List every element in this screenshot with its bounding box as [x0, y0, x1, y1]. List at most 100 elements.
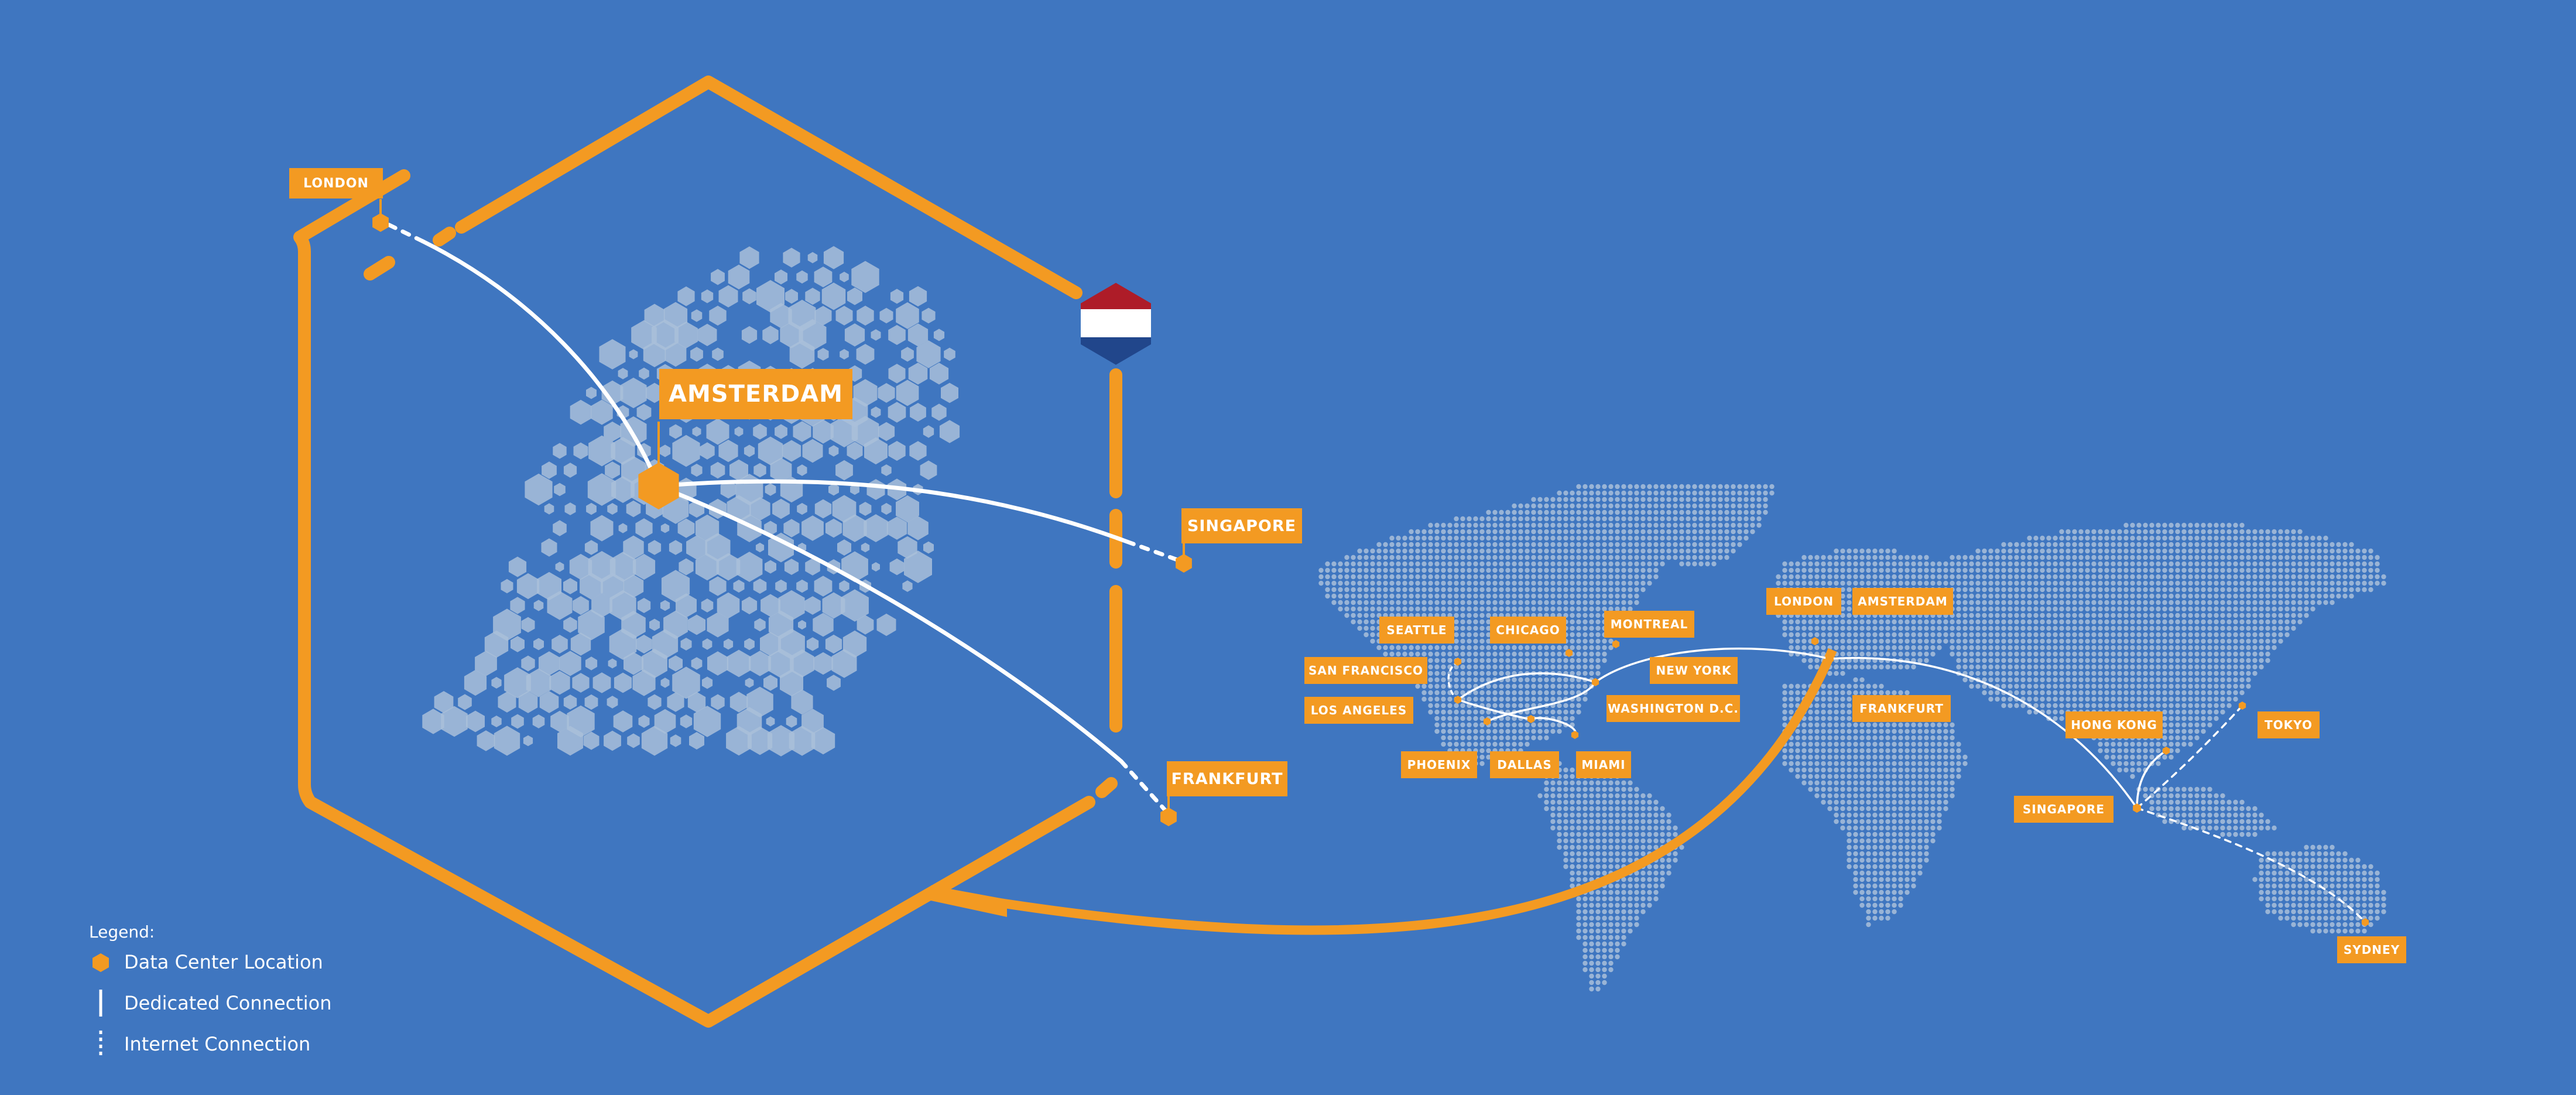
world-map-dot — [1679, 503, 1684, 509]
world-map-dot — [1479, 567, 1485, 573]
world-map-dot — [1943, 722, 1948, 728]
world-map-dot — [1602, 522, 1607, 528]
world-map-dot — [2169, 593, 2174, 599]
world-map-dot — [1801, 625, 1807, 631]
world-map-dot — [1647, 516, 1652, 522]
world-map-dot — [1911, 799, 1916, 805]
world-map-dot — [2220, 819, 2225, 824]
world-map-dot — [1550, 786, 1556, 792]
world-map-dot — [1525, 529, 1530, 535]
world-map-dot — [1776, 580, 1781, 586]
world-map-dot — [2046, 574, 2051, 580]
world-map-dot — [1653, 516, 1659, 522]
world-map-dot — [1563, 529, 1568, 535]
world-map-dot — [1479, 561, 1485, 567]
world-map-dot — [2233, 625, 2238, 631]
world-map-dot — [1550, 555, 1556, 560]
world-map-dot — [1640, 555, 1646, 560]
world-map-dot — [2001, 638, 2006, 644]
world-map-dot — [1383, 561, 1388, 567]
world-map-dot — [1454, 709, 1459, 715]
world-map-dot — [1879, 819, 1884, 824]
world-map-dot — [2181, 722, 2187, 728]
world-map-dot — [2040, 703, 2045, 709]
world-map-dot — [1467, 619, 1472, 625]
world-map-dot — [2111, 555, 2116, 560]
world-map-dot — [1505, 600, 1510, 605]
world-map-dot — [2207, 625, 2212, 631]
world-map-dot — [2330, 574, 2335, 580]
world-map-dot — [1492, 561, 1498, 567]
world-map-dot — [2149, 670, 2154, 676]
world-map-dot — [1801, 683, 1807, 689]
world-map-dot — [1396, 567, 1401, 573]
world-map-dot — [1911, 851, 1916, 857]
world-map-dot — [2342, 593, 2348, 599]
world-map-dot — [1898, 728, 1903, 734]
world-map-dot — [1634, 529, 1639, 535]
world-map-dot — [2188, 522, 2193, 528]
world-map-dot — [1518, 503, 1523, 509]
world-map-dot — [2201, 799, 2206, 805]
world-map-dot — [2156, 619, 2161, 625]
world-map-dot — [2375, 870, 2380, 876]
world-map-dot — [2072, 696, 2077, 702]
world-map-dot — [1576, 812, 1581, 818]
world-map-dot — [1525, 535, 1530, 541]
world-map-dot — [1647, 484, 1652, 490]
world-map-dot — [1898, 793, 1903, 799]
world-map-dot — [2156, 561, 2161, 567]
world-map-dot — [1589, 567, 1594, 573]
world-map-dot — [1782, 754, 1787, 760]
world-map-dot — [2304, 870, 2309, 876]
world-map-dot — [1956, 638, 1961, 644]
world-map-dot — [2136, 767, 2142, 773]
world-map-dot — [2162, 728, 2167, 734]
world-map-dot — [2194, 812, 2200, 818]
world-map-dot — [2226, 703, 2232, 709]
world-map-dot — [1937, 632, 1942, 638]
world-map-dot — [2078, 696, 2084, 702]
world-map-dot — [1982, 651, 1987, 657]
world-map-dot — [1962, 561, 1968, 567]
world-map-dot — [2104, 638, 2109, 644]
world-map-dot — [1544, 548, 1549, 554]
world-map-dot — [1640, 799, 1646, 805]
world-map-dot — [2207, 567, 2212, 573]
world-map-dot — [1930, 741, 1936, 747]
world-map-dot — [1525, 522, 1530, 528]
world-map-dot — [2091, 677, 2097, 683]
world-map-dot — [1492, 703, 1498, 709]
world-map-dot — [1582, 625, 1588, 631]
world-map-dot — [2130, 690, 2135, 696]
world-map-dot — [1557, 786, 1562, 792]
world-map-dot — [2111, 690, 2116, 696]
world-map-dot — [2008, 574, 2013, 580]
world-map-dot — [2053, 703, 2058, 709]
world-map-dot — [2278, 580, 2283, 586]
world-map-dot — [1995, 567, 2000, 573]
world-map-dot — [2027, 593, 2032, 599]
world-map-dot — [1428, 606, 1433, 612]
world-map-dot — [1344, 555, 1349, 560]
world-map-dot — [1479, 632, 1485, 638]
world-map-dot — [1937, 748, 1942, 754]
world-map-dot — [2072, 548, 2077, 554]
world-map-dot — [2239, 806, 2245, 812]
world-map-dot — [1396, 561, 1401, 567]
world-map-dot — [1911, 741, 1916, 747]
world-map-dot — [1705, 561, 1710, 567]
world-map-dot — [2111, 651, 2116, 657]
world-map-dot — [1821, 619, 1826, 625]
world-map-dot — [2123, 741, 2129, 747]
world-map-dot — [1924, 567, 1929, 573]
world-map-dot — [1544, 709, 1549, 715]
world-map-dot — [1898, 831, 1903, 837]
world-map-dot — [1544, 606, 1549, 612]
world-map-dot — [1795, 748, 1800, 754]
world-map-dot — [2226, 664, 2232, 670]
world-map-dot — [1834, 670, 1839, 676]
world-map-dot — [1492, 522, 1498, 528]
world-map-dot — [2169, 561, 2174, 567]
world-map-dot — [1911, 722, 1916, 728]
